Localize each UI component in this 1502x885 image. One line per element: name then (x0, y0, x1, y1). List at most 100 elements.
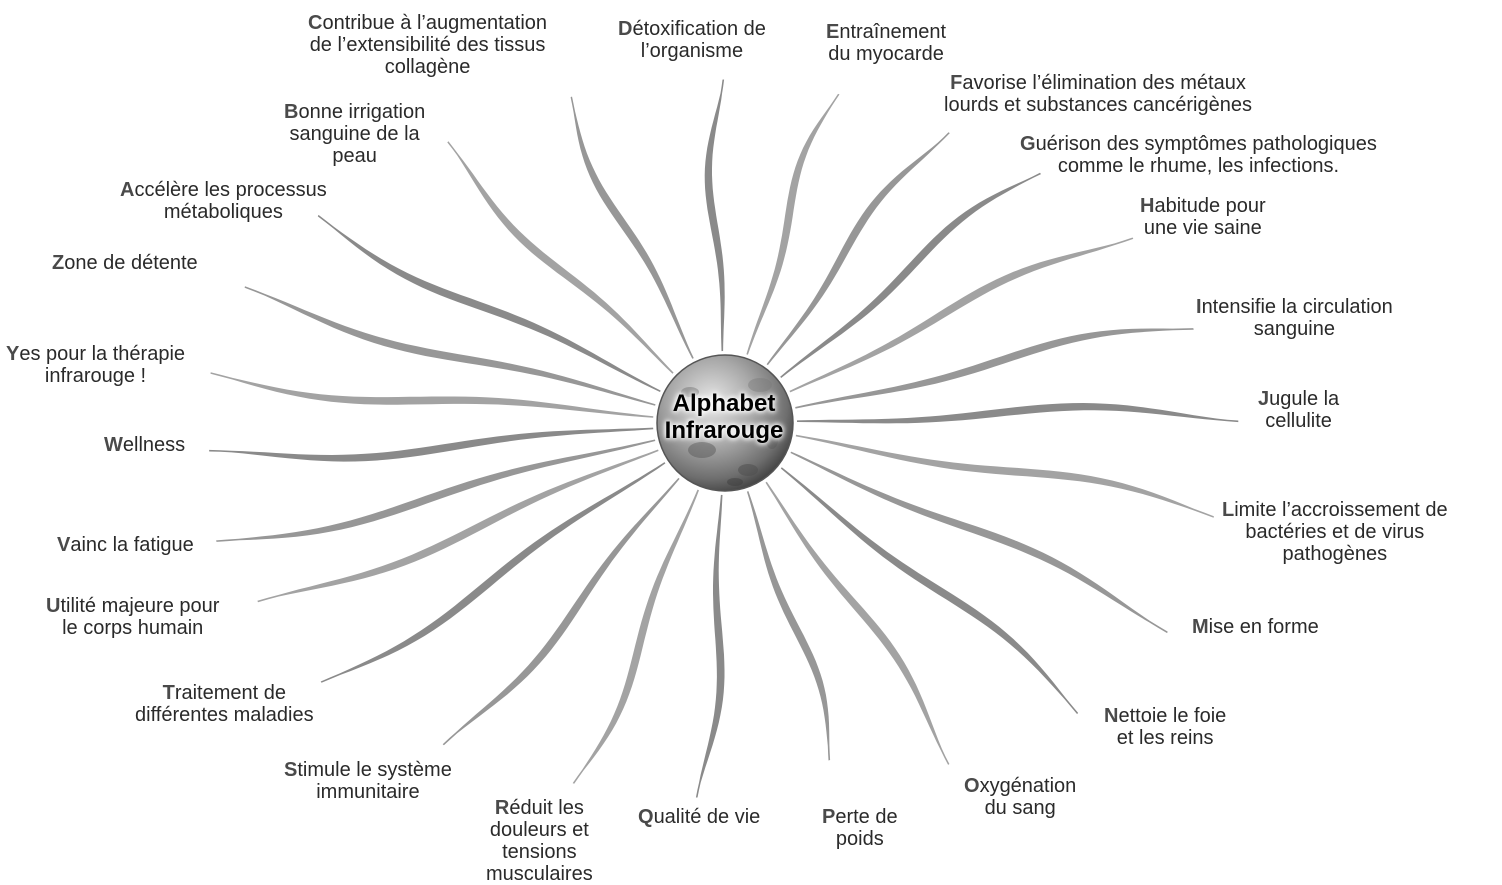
label-r: Réduit les douleurs et tensions musculai… (486, 797, 593, 885)
ray (320, 462, 666, 683)
label-w-line: Wellness (104, 434, 186, 456)
ray (317, 214, 661, 392)
label-j-line: cellulite (1265, 410, 1332, 432)
label-u: Utilité majeure pour le corps humain (46, 595, 219, 639)
initial-letter: C (308, 12, 323, 34)
label-d-line: l’organisme (640, 40, 744, 62)
label-s-line: immunitaire (316, 781, 420, 803)
label-g-line: Guérison des symptômes pathologiques (1020, 133, 1377, 155)
label-t-line: Traitement de (162, 682, 286, 704)
label-y-line: Yes pour la thérapie (6, 343, 186, 365)
label-n-line: Nettoie le foie (1104, 705, 1227, 727)
initial-letter: W (104, 434, 123, 456)
label-l-line: pathogènes (1282, 543, 1388, 565)
label-z: Zone de détente (52, 252, 198, 274)
initial-letter: S (284, 759, 298, 781)
ray (210, 372, 654, 418)
label-h-line: une vie saine (1143, 217, 1262, 239)
label-g: Guérison des symptômes pathologiques com… (1020, 133, 1377, 177)
ray (790, 451, 1168, 634)
initial-letter: F (950, 72, 963, 94)
initial-letter: E (826, 21, 840, 43)
ray (216, 439, 656, 542)
ray (766, 132, 950, 366)
label-b-line: sanguine de la (289, 123, 420, 145)
label-f-line: lourds et substances cancérigènes (944, 94, 1252, 116)
label-z-line: Zone de détente (52, 252, 198, 274)
label-f-line: Favorise l’élimination des métaux (950, 72, 1246, 94)
initial-letter: Z (52, 252, 65, 274)
label-i-line: Intensifie la circulation (1196, 296, 1393, 318)
label-l: Limite l’accroissement de bactéries et d… (1222, 499, 1448, 565)
ray (789, 237, 1134, 393)
label-a-line: métaboliques (163, 201, 283, 223)
ray (765, 481, 950, 765)
ray (780, 172, 1041, 378)
label-q: Qualité de vie (638, 806, 760, 828)
ray (780, 467, 1079, 715)
ray (746, 491, 831, 761)
label-n: Nettoie le foie et les reins (1104, 705, 1226, 749)
label-p-line: Perte de (822, 806, 898, 828)
label-c: Contribue à l’augmentation de l’extensib… (308, 12, 547, 78)
label-r-line: douleurs et (489, 819, 589, 841)
label-b-line: Bonne irrigation (284, 101, 426, 123)
initial-letter: V (57, 534, 71, 556)
label-r-line: musculaires (486, 863, 593, 885)
label-t: Traitement de différentes maladies (135, 682, 314, 726)
ray (746, 93, 840, 355)
label-d: Détoxification de l’organisme (618, 18, 766, 62)
ray (442, 477, 680, 746)
ray (244, 286, 656, 406)
label-f: Favorise l’élimination des métaux lourds… (944, 72, 1252, 116)
label-w: Wellness (104, 434, 185, 456)
initial-letter: T (162, 682, 175, 704)
label-b: Bonne irrigation sanguine de la peau (284, 101, 425, 167)
initial-letter: I (1196, 296, 1202, 318)
label-e-line: du myocarde (828, 43, 944, 65)
initial-letter: O (964, 775, 980, 797)
label-o-line: Oxygénation (964, 775, 1077, 797)
label-i: Intensifie la circulation sanguine (1196, 296, 1393, 340)
label-h-line: Habitude pour (1140, 195, 1266, 217)
initial-letter: H (1140, 195, 1155, 217)
initial-letter: N (1104, 705, 1119, 727)
label-u-line: Utilité majeure pour (46, 595, 220, 617)
ray (795, 434, 1214, 518)
label-j-line: Jugule la (1258, 388, 1340, 410)
label-v: Vainc la fatigue (57, 534, 194, 556)
ray (209, 427, 654, 462)
label-r-line: tensions (502, 841, 577, 863)
initial-letter: G (1020, 133, 1036, 155)
center-title: Alphabet Infrarouge (654, 390, 794, 444)
label-v-line: Vainc la fatigue (57, 534, 194, 556)
label-g-line: comme le rhume, les infections. (1057, 155, 1340, 177)
ray (797, 403, 1239, 424)
label-s-line: Stimule le système (284, 759, 452, 781)
label-o: Oxygénation du sang (964, 775, 1076, 819)
label-i-line: sanguine (1253, 318, 1335, 340)
initial-letter: J (1258, 388, 1270, 410)
label-y-line: infrarouge ! (44, 365, 147, 387)
label-m: Mise en forme (1192, 616, 1319, 638)
initial-letter: B (284, 101, 299, 123)
label-c-line: Contribue à l’augmentation (308, 12, 548, 34)
label-l-line: Limite l’accroissement de (1222, 499, 1448, 521)
label-l-line: bactéries et de virus (1245, 521, 1425, 543)
label-a-line: Accélère les processus (120, 179, 327, 201)
initial-letter: A (120, 179, 135, 201)
center-planet (656, 354, 794, 492)
initial-letter: Y (6, 343, 20, 365)
label-q-line: Qualité de vie (638, 806, 761, 828)
label-p-line: poids (835, 828, 884, 850)
ray (704, 79, 725, 352)
initial-letter: D (618, 18, 633, 40)
label-y: Yes pour la thérapie infrarouge ! (6, 343, 185, 387)
initial-letter: R (494, 797, 510, 819)
initial-letter: L (1222, 499, 1235, 521)
label-o-line: du sang (984, 797, 1056, 819)
initial-letter: U (46, 595, 61, 617)
label-t-line: différentes maladies (135, 704, 314, 726)
